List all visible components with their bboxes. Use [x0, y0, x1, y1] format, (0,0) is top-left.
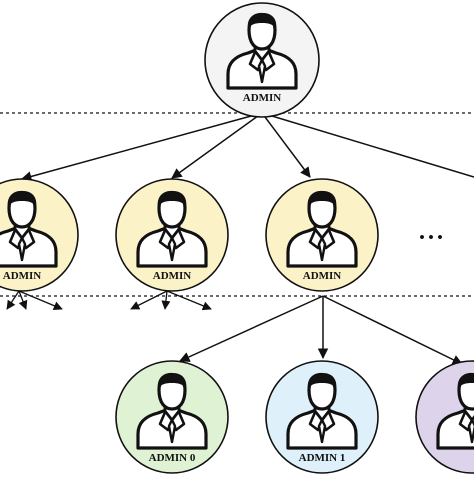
- edge-mid-b-out-3: [166, 290, 212, 311]
- edge-mid-c-to-low-0: [179, 295, 324, 362]
- node-low-0: ADMIN 0: [115, 360, 229, 474]
- edge-mid-a-out-2: [18, 290, 28, 310]
- node-label: ADMIN: [3, 270, 42, 282]
- node-label: ADMIN: [303, 270, 342, 282]
- node-low-2: [415, 360, 474, 474]
- mid-c-edges: [179, 295, 463, 365]
- edge-root-to-offscreen: [261, 112, 474, 178]
- edge-root-to-mid-a: [20, 112, 263, 182]
- node-label: ADMIN: [153, 270, 192, 282]
- edge-root-to-mid-c: [261, 112, 311, 178]
- node-mid-b: ADMIN: [115, 178, 229, 292]
- ellipsis: • • •: [419, 230, 442, 246]
- node-label: ADMIN: [243, 92, 282, 104]
- node-label: ADMIN 0: [149, 452, 196, 464]
- edge-mid-a-out-3: [18, 290, 63, 311]
- edge-mid-c-to-low-2: [322, 295, 463, 365]
- edge-root-to-mid-b: [171, 112, 263, 179]
- node-root: ADMIN: [204, 2, 320, 118]
- node-mid-a: ADMIN: [0, 178, 79, 292]
- root-edges: [20, 112, 474, 182]
- node-low-1: ADMIN 1: [265, 360, 379, 474]
- edge-mid-a-out-1: [6, 290, 20, 310]
- edge-mid-b-out-2: [161, 290, 171, 310]
- edge-mid-b-out-1: [130, 290, 168, 310]
- node-mid-c: ADMIN: [265, 178, 379, 292]
- node-label: ADMIN 1: [299, 452, 346, 464]
- mid-edges: [6, 290, 212, 311]
